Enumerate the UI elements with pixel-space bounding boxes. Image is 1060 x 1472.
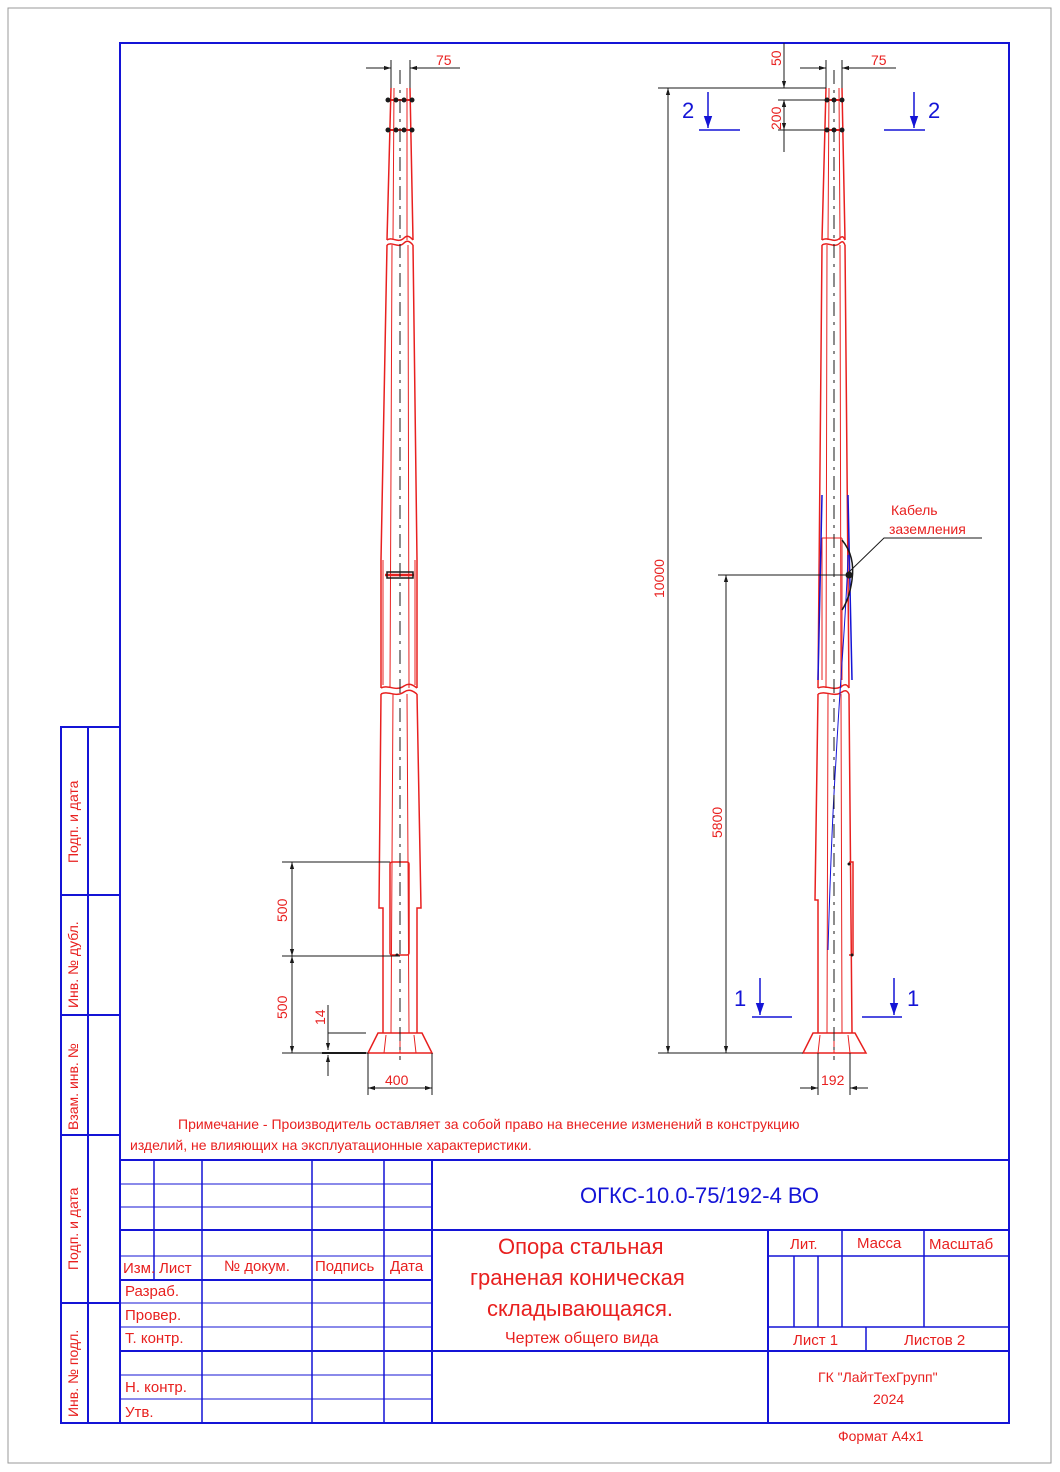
stamp-label-2: Инв. № дубл. [65,921,81,1008]
title-line2: граненая коническая [470,1265,685,1290]
role-prover: Провер. [125,1307,182,1324]
note-line2: изделий, не влияющих на эксплуатационные… [130,1137,532,1153]
title-block-grid [119,1159,1010,1424]
cable-leader [848,537,982,573]
dim-hatch-height: 500 [274,898,290,922]
dim-base-diameter: 192 [821,1072,845,1088]
company-name: ГК "ЛайтТехГрупп" [818,1369,938,1385]
role-tkontr: Т. контр. [125,1330,184,1347]
title-line1: Опора стальная [498,1234,664,1259]
header-sign: Подпись [315,1258,375,1275]
title-line3: складывающаяся. [487,1296,674,1321]
left-pole [366,87,434,1054]
header-doc: № докум. [224,1258,290,1275]
dim-flange-spacing: 200 [768,106,784,130]
section-label-top-right: 2 [928,98,941,123]
drawing-designation: ОГКС-10.0-75/192-4 ВО [580,1183,819,1208]
stamp-label-4: Подп. и дата [65,1187,81,1270]
section-marks [699,92,925,1018]
note-line1: Примечание - Производитель оставляет за … [178,1116,800,1132]
right-dimensions [658,43,896,1095]
drawing-frame [119,42,1010,1424]
page-border [7,7,1052,1464]
side-stamp [60,726,121,1424]
section-label-bottom-left: 1 [734,986,747,1011]
header-izm: Изм. [123,1260,156,1277]
role-razrab: Разраб. [125,1283,180,1300]
dim-hatch-offset: 500 [274,995,290,1019]
left-dimensions [282,60,460,1095]
dim-top-offset: 50 [768,50,784,66]
ground-cable [841,539,854,611]
dim-left-top-width: 75 [436,52,452,68]
lit-label: Лит. [790,1236,818,1253]
header-list: Лист [159,1260,192,1277]
stamp-label-5: Инв. № подл. [65,1329,81,1417]
section-label-bottom-right: 1 [907,986,920,1011]
format-label: Формат А4х1 [838,1428,924,1444]
mass-label: Масса [857,1235,902,1252]
left-bolts [385,97,415,957]
right-pole-blue [817,494,853,951]
stamp-label-3: Взам. инв. № [65,1043,81,1130]
dim-ground-cable-height: 5800 [709,806,725,838]
dim-total-height: 10000 [651,559,667,598]
title-subtitle: Чертеж общего вида [505,1330,659,1347]
sheets-label: Листов 2 [904,1332,966,1349]
callout-line2: заземления [889,521,966,537]
dim-base-plate-width: 400 [385,1072,409,1088]
sheet-label: Лист 1 [793,1332,839,1349]
section-label-top-left: 2 [682,98,695,123]
scale-label: Масштаб [929,1236,994,1253]
company-year: 2024 [873,1391,905,1407]
role-nkontr: Н. контр. [125,1379,187,1396]
dim-base-plate-thickness: 14 [312,1009,328,1025]
stamp-label-1: Подп. и дата [65,780,81,863]
role-utv: Утв. [125,1404,154,1421]
dim-right-top-width: 75 [871,52,887,68]
header-date: Дата [390,1258,424,1275]
right-bolts [824,97,854,957]
callout-line1: Кабель [891,502,938,518]
